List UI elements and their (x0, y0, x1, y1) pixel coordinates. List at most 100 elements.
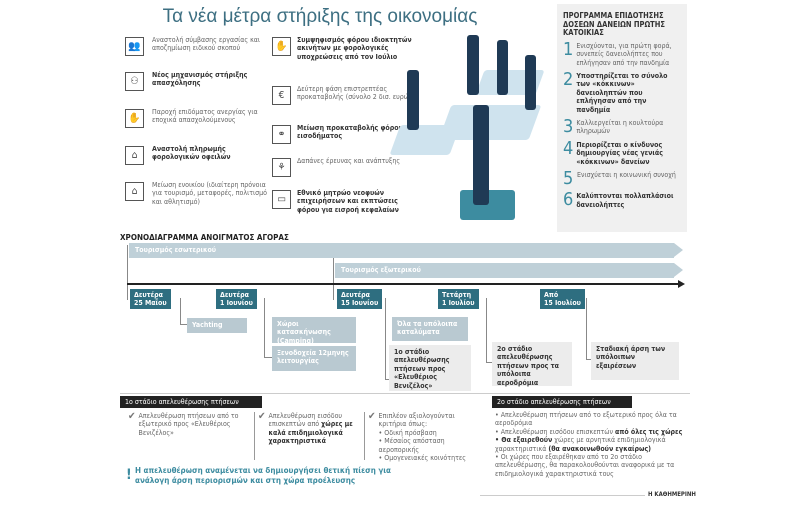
timeline-title: ΧΡΟΝΟΔΙΑΓΡΑΜΜΑ ΑΝΟΙΓΜΑΤΟΣ ΑΓΟΡΑΣ (120, 233, 289, 242)
criterion: • Ομογενειακές κοινότητες (378, 453, 466, 462)
item-text: Περιορίζεται ο κίνδυνος δημιουργίας νέας… (576, 140, 663, 166)
item-text: Υποστηρίζεται το σύνολο των «κόκκινων» δ… (576, 72, 668, 114)
event-all-lodging: Όλα τα υπόλοιπα καταλύματα (392, 317, 468, 341)
stage2-label: 2ο στάδιο απελευθέρωσης πτήσεων (492, 396, 632, 409)
item-number: 4 (563, 137, 574, 159)
check-icon: ✔ (128, 411, 136, 422)
timeline-axis (127, 283, 680, 285)
handshake-icon: ⚭ (272, 125, 291, 144)
event-gradual-lift: Σταδιακή άρση των υπόλοιπων εξαιρέσεων (591, 342, 679, 380)
check-icon: ✔ (368, 411, 376, 422)
check-icon: ✔ (258, 411, 266, 422)
item-text: Καλύπτονται πολλαπλάσιοι δανειολήπτες (576, 192, 674, 209)
arrow-head (674, 243, 683, 257)
bullet-bold: (θα ανακοινωθούν εγκαίρως) (548, 444, 652, 453)
date-15-june: Δευτέρα 15 Ιουνίου (337, 289, 383, 310)
panel-title: ΠΡΟΓΡΑΜΜΑ ΕΠΙΔΟΤΗΣΗΣ ΔΟΣΕΩΝ ΔΑΝΕΙΩΝ ΠΡΩΤ… (563, 11, 666, 38)
connector (385, 298, 392, 380)
measure-text: Μείωση προκαταβολής φόρου εισοδήματος (297, 124, 403, 141)
measure-text: Παροχή επιδόματος ανεργίας για εποχικά α… (152, 108, 258, 125)
building-arrow-icon: ⌂ (125, 146, 144, 165)
divider (120, 393, 690, 394)
item-text: Ενισχύονται, για πρώτη φορά, συνεπείς δα… (576, 41, 672, 67)
bullet: • Απελευθέρωση εισόδου επισκεπτών από όλ… (495, 428, 685, 436)
bullet-text: χώρες με αρνητικά επιδημιολογικά χαρακτη… (495, 436, 666, 453)
stage1-item: ✔Απελευθέρωση εισόδου επισκεπτών από χώρ… (258, 412, 363, 446)
measure-text: Εθνικό μητρώο νεοφυών επιχειρήσεων και ε… (297, 189, 399, 214)
briefcase-icon: ▭ (272, 190, 291, 209)
connector (264, 298, 272, 358)
arrow-head (674, 263, 683, 277)
bullet-bold: • Θα εξαιρεθούν (495, 436, 553, 445)
exclamation-icon: ! (126, 467, 132, 483)
mortgage-subsidy-panel: ΠΡΟΓΡΑΜΜΑ ΕΠΙΔΟΤΗΣΗΣ ΔΟΣΕΩΝ ΔΑΝΕΙΩΝ ΠΡΩΤ… (557, 4, 687, 232)
timeline-guide (333, 258, 334, 300)
date-15-july: Από 15 Ιουλίου (540, 289, 585, 310)
measure-text: Δεύτερη φάση επιστρεπτέας προκαταβολής (… (297, 85, 412, 102)
hand-briefcase-icon: ✋ (272, 37, 291, 56)
stage1-note: Η απελευθέρωση αναμένεται να δημιουργήσε… (135, 466, 391, 486)
bullet: • Οι χώρες που εξαιρέθηκαν από το 2ο στά… (495, 452, 675, 478)
event-yachting: Yachting (187, 318, 247, 333)
item-text: Ενισχύεται η κοινωνική συνοχή (577, 170, 676, 179)
foreign-tourism-bar: Τουρισμός εξωτερικού (335, 263, 674, 278)
item-number: 6 (563, 189, 574, 211)
bullet-text: • Απελευθέρωση εισόδου επισκεπτών (495, 427, 616, 436)
house-icon: ⌂ (125, 182, 144, 201)
event-camping: Χώροι κατασκήνωσης (Camping) (272, 317, 356, 345)
date-25-may: Δευτέρα 25 Μαΐου (130, 289, 171, 310)
divider (364, 412, 365, 460)
domestic-tourism-bar: Τουρισμός εσωτερικού (129, 243, 674, 258)
stage1-item: ✔Απελευθέρωση πτήσεων από το εξωτερικό π… (128, 411, 253, 437)
measure-text: Δαπάνες έρευνας και ανάπτυξης (297, 157, 401, 165)
page-title: Τα νέα μέτρα στήριξης της οικονομίας (162, 6, 478, 27)
item-number: 3 (563, 116, 574, 137)
circuit-icon: ⚘ (272, 158, 291, 177)
measure-text: Νέος μηχανισμός στήριξης απασχόλησης (152, 71, 248, 88)
item-text: Καλλιεργείται η κουλτούρα πληρωμών (576, 119, 664, 136)
measure-text: Αναστολή πληρωμής φορολογικών οφειλών (152, 145, 231, 162)
connector (586, 298, 592, 360)
bullet: • Απελευθέρωση πτήσεων από το εξωτερικό … (495, 411, 677, 428)
criterion: • Οδική πρόσβαση (378, 428, 437, 437)
date-1-july: Τετάρτη 1 Ιουλίου (438, 289, 479, 310)
puzzle-illustration (385, 30, 555, 225)
euro-icon: € (272, 86, 291, 105)
item-number: 2 (563, 69, 574, 91)
event-stage2: 2ο στάδιο απελευθέρωσης πτήσεων προς τα … (492, 342, 572, 387)
connector (486, 298, 492, 363)
bullet: • Θα εξαιρεθούν χώρες με αρνητικά επιδημ… (495, 436, 685, 453)
bullet-bold: από όλες τις χώρες (615, 427, 683, 436)
measure-text: Συμψηφισμός φόρου ιδιοκτητών ακινήτων με… (297, 36, 412, 61)
item-number: 1 (563, 38, 574, 60)
people-handshake-icon: 👥 (125, 37, 144, 56)
item-number: 5 (563, 167, 574, 189)
divider (254, 412, 255, 460)
item-text-bold: χώρες με καλά επιδημιολογικά χαρακτηριστ… (268, 420, 353, 446)
date-1-june: Δευτέρα 1 Ιουνίου (216, 289, 257, 310)
hand-briefcase-icon: ✋ (125, 109, 144, 128)
axis-arrow (678, 280, 685, 288)
source-credit: Η ΚΑΘΗΜΕΡΙΝΗ (648, 491, 696, 498)
item-text: Επιπλέον αξιολογούνται κριτήρια όπως: (378, 412, 455, 429)
event-stage1: 1ο στάδιο απελευθέρωσης πτήσεων προς «Ελ… (389, 345, 471, 391)
stage2-bullets: • Απελευθέρωση πτήσεων από το εξωτερικό … (495, 411, 685, 478)
divider (480, 495, 645, 496)
people-group-icon: ⚇ (125, 72, 144, 91)
stage1-label: 1ο στάδιο απελευθέρωσης πτήσεων (120, 396, 262, 409)
event-hotels: Ξενοδοχεία 12μηνης λειτουργίας (272, 346, 356, 371)
item-text: Απελευθέρωση πτήσεων από το εξωτερικό πρ… (138, 412, 239, 437)
timeline-guide (127, 245, 128, 300)
stage1-item: ✔Επιπλέον αξιολογούνται κριτήρια όπως:• … (368, 411, 483, 462)
criterion: • Μέσαίος απόσταση αεροπορικής (378, 437, 445, 454)
connector (180, 298, 188, 325)
measure-text: Αναστολή σύμβασης εργασίας και αποζημίωσ… (152, 36, 261, 53)
item-text: Απελευθέρωση εισόδου επισκεπτών από (268, 412, 343, 429)
measure-text: Μείωση ενοικίου (ιδιαίτερη πρόνοια για τ… (152, 181, 267, 206)
